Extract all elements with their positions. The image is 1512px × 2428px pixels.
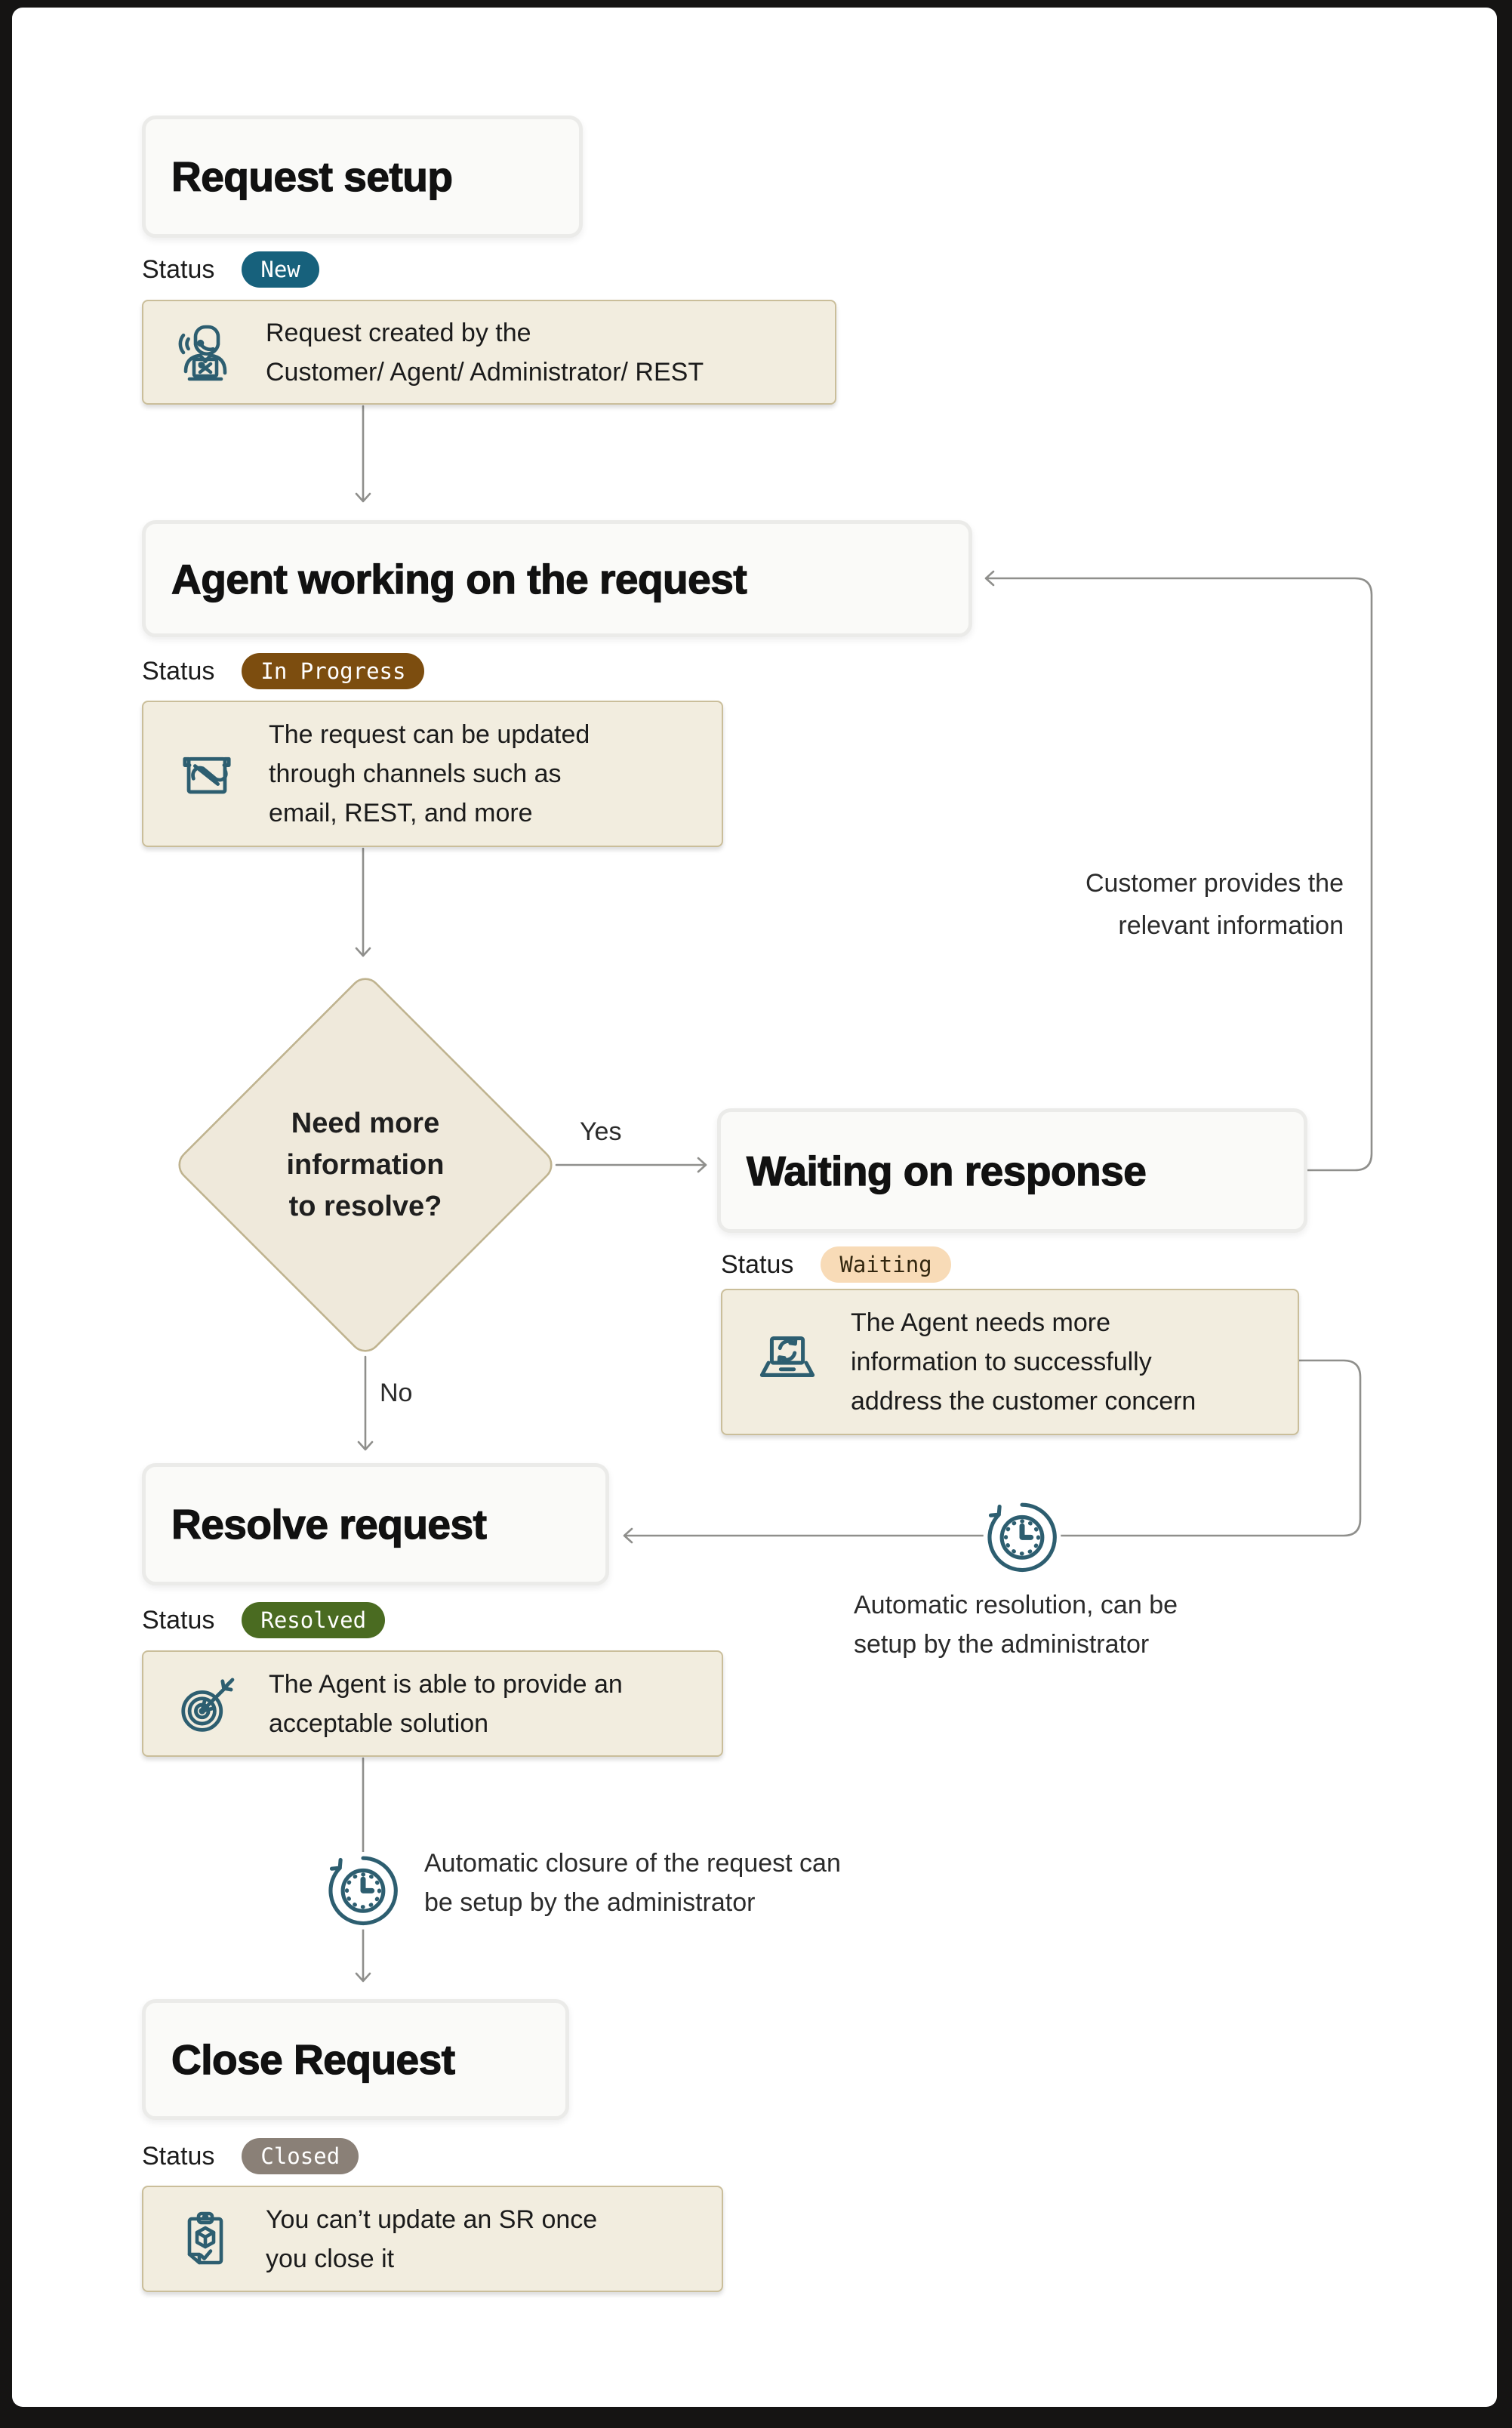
annotation-auto-closure: Automatic closure of the request can be …	[424, 1849, 841, 1917]
agent-working-status-row: Status In Progress	[142, 653, 425, 689]
edge-label-yes: Yes	[580, 1117, 622, 1146]
waiting-info-box: The Agent needs more information to succ…	[721, 1289, 1299, 1435]
request-setup-status-row: Status New	[142, 251, 319, 288]
waiting-description: The Agent needs more information to succ…	[851, 1308, 1196, 1416]
node-request-setup: Request setup	[142, 116, 583, 238]
resolve-description: The Agent is able to provide an acceptab…	[269, 1669, 623, 1738]
node-close-request: Close Request	[142, 1999, 569, 2120]
status-badge-closed: Closed	[242, 2138, 359, 2174]
request-setup-description: Request created by the Customer/ Agent/ …	[266, 318, 704, 387]
agent-working-description: The request can be updated through chann…	[269, 720, 590, 827]
close-info-box: You can’t update an SR once you close it	[142, 2186, 723, 2292]
auto-closure-clock-icon	[321, 1847, 405, 1931]
resolve-status-row: Status Resolved	[142, 1602, 386, 1638]
status-label: Status	[142, 656, 215, 686]
support-agent-icon	[169, 316, 242, 389]
laptop-sync-icon	[748, 1323, 827, 1401]
node-close-title: Close Request	[171, 2035, 455, 2083]
status-label: Status	[142, 1605, 215, 1635]
status-badge-resolved: Resolved	[242, 1602, 386, 1638]
resolve-info-box: The Agent is able to provide an acceptab…	[142, 1650, 723, 1757]
status-badge-waiting: Waiting	[821, 1246, 951, 1283]
annotation-customer-provides: Customer provides the relevant informati…	[1085, 869, 1344, 940]
status-badge-new: New	[242, 251, 319, 288]
status-label: Status	[142, 2141, 215, 2171]
status-badge-in-progress: In Progress	[242, 653, 425, 689]
auto-resolution-clock-icon	[980, 1493, 1064, 1578]
node-waiting-on-response: Waiting on response	[717, 1108, 1307, 1233]
toolbox-icon	[169, 736, 245, 812]
close-description: You can’t update an SR once you close it	[266, 2205, 598, 2273]
node-resolve-request: Resolve request	[142, 1463, 609, 1585]
edge-label-no: No	[380, 1379, 413, 1407]
clipboard-check-icon	[169, 2203, 242, 2275]
close-status-row: Status Closed	[142, 2138, 359, 2174]
node-waiting-title: Waiting on response	[746, 1147, 1147, 1194]
status-label: Status	[142, 254, 215, 284]
status-label: Status	[721, 1249, 794, 1279]
decision-need-more-info: Need more information to resolve?	[170, 968, 561, 1362]
target-arrow-icon	[169, 1666, 245, 1742]
agent-working-info-box: The request can be updated through chann…	[142, 701, 723, 847]
decision-text: Need more information to resolve?	[286, 1107, 445, 1222]
node-agent-working-title: Agent working on the request	[171, 555, 747, 602]
request-setup-info-box: Request created by the Customer/ Agent/ …	[142, 300, 836, 405]
node-resolve-title: Resolve request	[171, 1500, 487, 1548]
node-agent-working: Agent working on the request	[142, 520, 972, 637]
node-request-setup-title: Request setup	[171, 153, 453, 200]
annotation-auto-resolution: Automatic resolution, can be setup by th…	[854, 1591, 1178, 1659]
waiting-status-row: Status Waiting	[721, 1246, 951, 1283]
